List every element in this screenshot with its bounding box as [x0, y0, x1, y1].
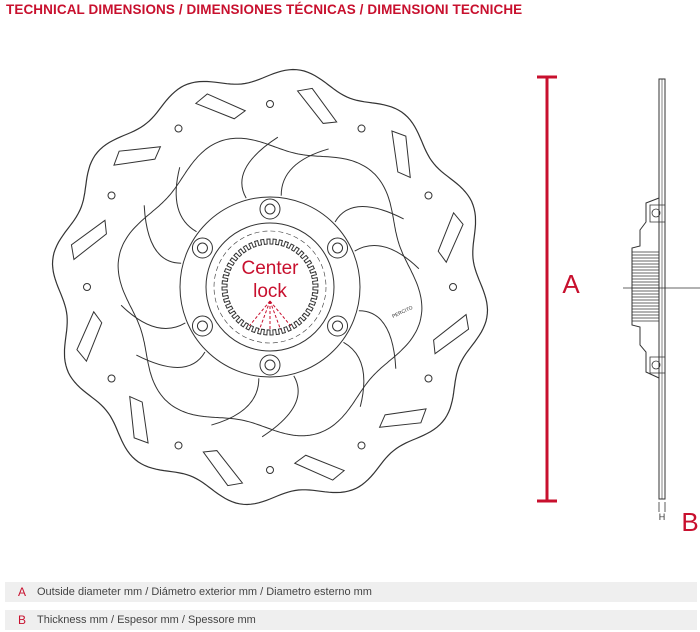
dimension-a-label: A [562, 269, 580, 299]
center-lock-pointer [258, 300, 271, 330]
cooling-slot [293, 454, 346, 481]
center-lock-pointer [248, 300, 271, 327]
dimension-h-label: H [659, 512, 666, 522]
legend-code: A [17, 585, 26, 599]
bolt-boss [191, 315, 213, 337]
spoke-edge [334, 206, 404, 223]
spoke-edge [261, 375, 299, 438]
bolt-hole [264, 203, 276, 215]
legend-text: Outside diameter mm / Diámetro exterior … [37, 586, 372, 598]
spoke-edge [175, 167, 197, 233]
spoke-edge [354, 245, 420, 270]
rotor-outer-edge [51, 68, 489, 506]
bolt-boss [327, 315, 349, 337]
cooling-hole [266, 466, 274, 474]
brake-rotor-side-view [623, 78, 700, 500]
legend-row-a: A Outside diameter mm / Diámetro exterio… [5, 582, 697, 602]
brake-rotor-front-view [51, 68, 489, 506]
bolt-hole [332, 242, 344, 254]
cooling-slot [202, 450, 244, 487]
bolt-boss [327, 237, 349, 259]
legend-row-b: B Thickness mm / Espesor mm / Spessore m… [5, 610, 697, 630]
spoke-edge [280, 148, 329, 196]
bolt-hole [264, 359, 276, 371]
cooling-hole [424, 191, 433, 200]
spoke-edge [358, 310, 397, 369]
page-title: TECHNICAL DIMENSIONS / DIMENSIONES TÉCNI… [6, 2, 523, 17]
cooling-slot [194, 93, 247, 120]
cooling-slot [433, 313, 470, 355]
cooling-slot [391, 130, 411, 179]
bolt-hole [332, 320, 344, 332]
spoke-edge [211, 378, 260, 426]
technical-drawing: A H B Center lock PERCITO [51, 68, 700, 537]
cooling-slot [378, 408, 427, 428]
dimension-b: H B [658, 502, 699, 537]
spoke-edge [143, 205, 182, 264]
spoke-edge [241, 136, 279, 199]
center-lock-splines [221, 238, 319, 336]
bolt-hole [196, 242, 208, 254]
cooling-slot [76, 310, 103, 363]
center-lock-splines [632, 251, 659, 322]
cooling-hole [107, 374, 116, 383]
cooling-slot [129, 395, 149, 444]
cooling-hole [83, 283, 91, 291]
spoke-edge [136, 351, 206, 368]
cooling-hole [357, 441, 366, 450]
brand-mark: PERCITO [391, 305, 414, 320]
braking-track-inner-edge [117, 137, 423, 437]
center-lock-pointer [269, 300, 292, 327]
cooling-hole [424, 374, 433, 383]
bolt-hole [196, 320, 208, 332]
cooling-hole [266, 100, 274, 108]
cooling-slot [296, 87, 338, 124]
carrier-ring [205, 222, 335, 352]
spoke-edge [343, 341, 365, 407]
spoke-edge [120, 304, 186, 329]
carrier-outer-ring [179, 196, 361, 378]
bolt-boss [259, 354, 281, 376]
center-lock-pointer [269, 300, 282, 330]
cooling-slot [437, 211, 464, 264]
legend-text: Thickness mm / Espesor mm / Spessore mm [37, 614, 256, 626]
center-lock-label-line2: lock [253, 281, 287, 302]
bolt-boss [259, 198, 281, 220]
cooling-slot [113, 146, 162, 166]
legend-code: B [17, 613, 26, 627]
dimension-b-label: B [681, 507, 698, 537]
center-lock-label-line1: Center [241, 258, 299, 279]
carrier-dashed-ring [213, 230, 327, 344]
cooling-hole [174, 441, 183, 450]
cooling-hole [174, 124, 183, 133]
dimension-a: A [537, 75, 580, 503]
bolt-boss [191, 237, 213, 259]
cooling-hole [107, 191, 116, 200]
cooling-hole [449, 283, 457, 291]
cooling-hole [357, 124, 366, 133]
cooling-slot [70, 219, 107, 261]
